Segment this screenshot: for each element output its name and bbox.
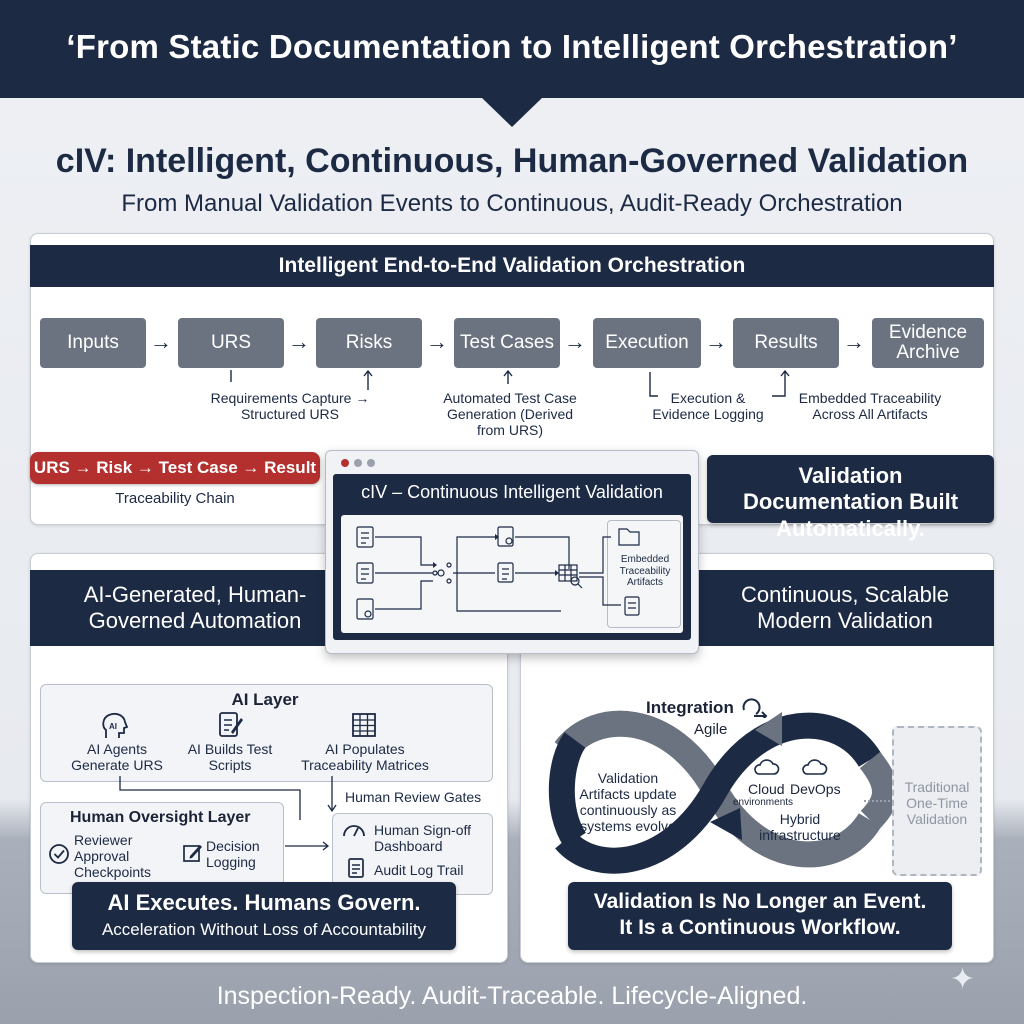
gauge-icon <box>343 825 365 837</box>
window-dot-gray <box>354 459 362 467</box>
human-oversight-box <box>40 802 284 894</box>
agile-label: Agile <box>694 721 728 738</box>
human-review-gates-label: Human Review Gates <box>345 789 482 805</box>
document-icon <box>348 858 364 878</box>
ai-executes-title: AI Executes. Humans Govern. <box>107 890 421 915</box>
main-title: cIV: Intelligent, Continuous, Human-Gove… <box>55 142 969 180</box>
ai-head-icon: AI <box>102 712 129 738</box>
header-banner <box>0 0 1024 98</box>
embedded-artifacts-panel <box>607 520 681 628</box>
step-evidence-archive: Evidence Archive <box>872 318 984 368</box>
validation-documentation-text: Validation Documentation Built Automatic… <box>742 463 959 541</box>
workflow-diagram <box>356 526 640 620</box>
integration-label: Integration <box>646 698 734 717</box>
document-pen-icon <box>219 712 243 737</box>
ai-layer-title: AI Layer <box>231 690 299 709</box>
footer-tagline: Inspection-Ready. Audit-Traceable. Lifec… <box>216 982 808 1010</box>
step-test-cases: Test Cases <box>454 318 560 368</box>
cloud-icon <box>802 759 828 775</box>
window-title: cIV – Continuous Intelligent Validation <box>361 482 663 502</box>
environments-label: environments <box>733 797 794 808</box>
edit-icon <box>183 845 202 862</box>
signoff-dashboard-label: Human Sign-off Dashboard <box>374 822 472 855</box>
left-panel-header-text: AI-Generated, Human-Governed Automation <box>83 582 307 634</box>
arrow-icon: → <box>843 329 865 354</box>
note-requirements: Requirements Capture → Structured URS <box>210 390 370 423</box>
window-dot-red <box>341 459 349 467</box>
traditional-validation-label: Traditional One-Time Validation <box>904 779 970 828</box>
validation-event-subtitle: It Is a Continuous Workflow. <box>619 916 901 939</box>
layer-connectors <box>119 776 337 851</box>
human-oversight-title: Human Oversight Layer <box>70 809 251 826</box>
validation-event-title: Validation Is No Longer an Event. <box>593 890 927 913</box>
audit-log-label: Audit Log Trail <box>374 862 464 878</box>
ai-executes-banner: AI Executes. Humans Govern. Acceleration… <box>72 882 456 950</box>
ai-executes-subtitle: Acceleration Without Loss of Accountabil… <box>101 920 427 939</box>
traditional-validation-box <box>892 726 982 876</box>
window-dot-gray <box>367 459 375 467</box>
arrow-icon: → <box>426 329 448 354</box>
svg-text:AI: AI <box>109 722 117 731</box>
window-canvas <box>341 515 683 633</box>
devops-label: DevOps <box>790 781 841 797</box>
embedded-traceability-label: Embedded Traceability Artifacts <box>619 554 671 588</box>
note-execution-logging: Execution & Evidence Logging <box>652 390 764 423</box>
arrow-icon: → <box>150 329 172 354</box>
banner-title: ‘From Static Documentation to Intelligen… <box>66 28 958 65</box>
main-subtitle: From Manual Validation Events to Continu… <box>121 190 903 217</box>
continuous-loop-diagram <box>548 710 898 874</box>
orchestration-header: Intelligent End-to-End Validation Orches… <box>30 245 994 287</box>
step-risks: Risks <box>316 318 422 368</box>
arrow-icon: → <box>288 329 310 354</box>
ai-layer-box <box>40 684 493 782</box>
reviewer-approval-label: Reviewer Approval Checkpoints <box>74 832 152 881</box>
validation-event-banner: Validation Is No Longer an Event. It Is … <box>568 882 952 950</box>
grid-table-icon <box>352 713 376 737</box>
traceability-chain-badge: URS → Risk → Test Case → Result <box>30 452 320 484</box>
refresh-cycle-icon <box>742 698 768 718</box>
cloud-label: Cloud <box>748 781 785 797</box>
arrow-icon: → <box>705 329 727 354</box>
hybrid-label: Hybrid infrastructure <box>759 811 841 844</box>
loop-left-text: Validation Artifacts update continuously… <box>579 770 677 835</box>
note-automated-tests: Automated Test Case Generation (Derived … <box>443 390 577 439</box>
step-inputs: Inputs <box>40 318 146 368</box>
sparkle-icon: ✦ <box>950 963 976 996</box>
dotted-connector <box>864 800 890 802</box>
step-connectors <box>230 369 790 397</box>
step-execution: Execution <box>593 318 701 368</box>
step-results: Results <box>733 318 839 368</box>
ai-agents-label: AI Agents Generate URS <box>71 741 163 774</box>
banner-notch <box>481 97 543 127</box>
validation-documentation-box: Validation Documentation Built Automatic… <box>707 455 994 541</box>
ai-builds-label: AI Builds Test Scripts <box>187 741 273 774</box>
decision-logging-label: Decision Logging <box>206 838 260 871</box>
arrow-icon: → <box>564 329 586 354</box>
check-circle-icon <box>49 844 69 864</box>
cloud-icon <box>754 759 780 775</box>
ai-populates-label: AI Populates Traceability Matrices <box>301 741 429 774</box>
note-traceability: Embedded Traceability Across All Artifac… <box>798 390 942 423</box>
right-panel-header-text: Continuous, Scalable Modern Validation <box>741 582 949 634</box>
step-urs: URS <box>178 318 284 368</box>
traceability-chain-label: Traceability Chain <box>115 490 235 507</box>
